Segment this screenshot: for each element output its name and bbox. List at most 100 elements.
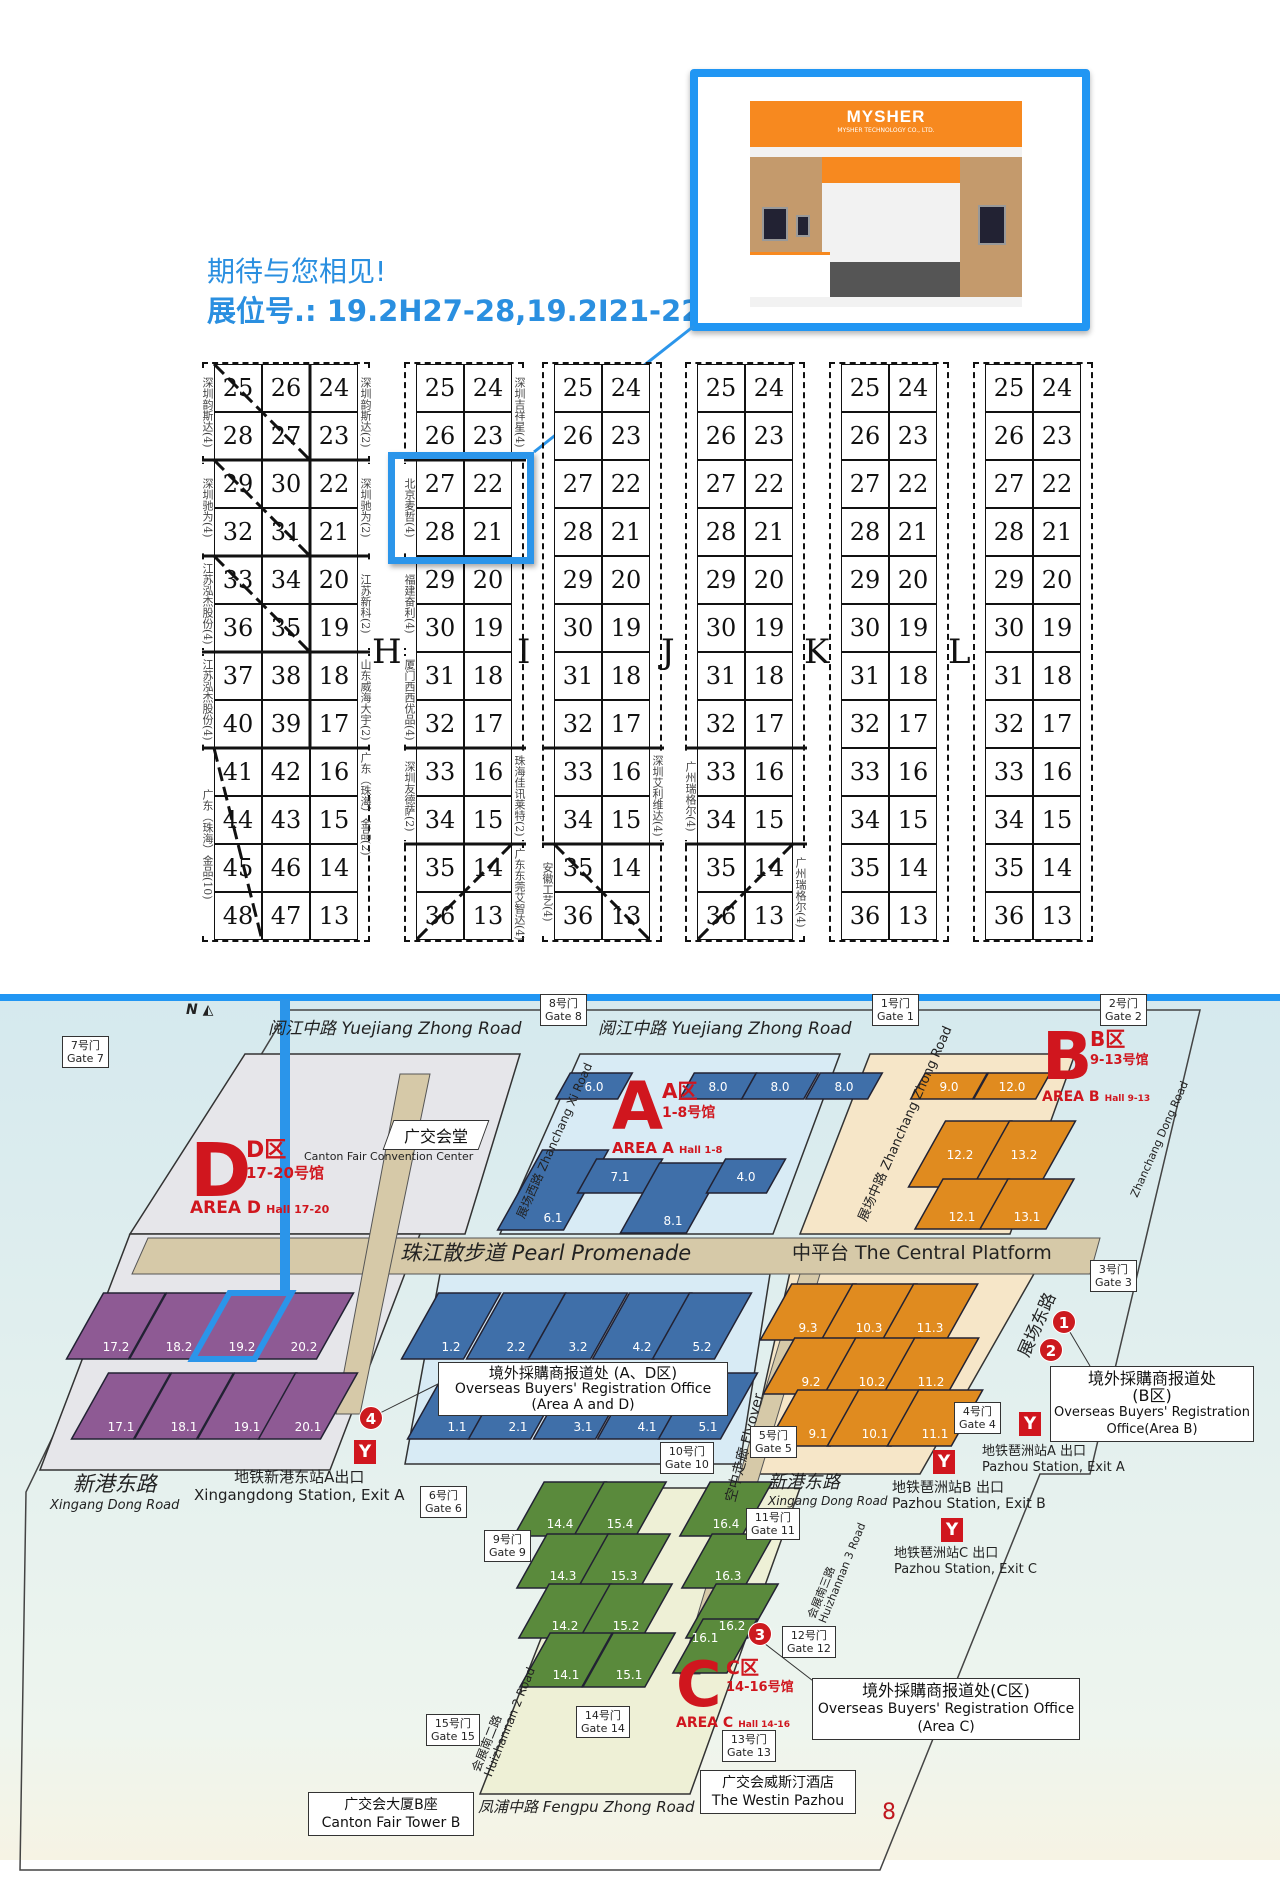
westin-callout: 广交会威斯汀酒店 The Westin Pazhou: [700, 1770, 856, 1814]
hall-18.1: [133, 1372, 235, 1440]
booth-cell: 30: [262, 460, 310, 508]
booth-cell: 27: [554, 460, 602, 508]
hall-14.1: [518, 1632, 614, 1688]
booth-cell: 15: [1033, 796, 1081, 844]
booth-cell: 36: [841, 892, 889, 940]
hall-label: 5.2: [692, 1340, 711, 1354]
gate-en: Gate 1: [877, 1010, 914, 1023]
booth-cell: 21: [745, 508, 793, 556]
booth-cell: 15: [464, 796, 512, 844]
exhibitor-label: 珠海佳讯莱特(2): [512, 752, 526, 840]
booth-cell: 24: [745, 364, 793, 412]
gate-en: Gate 11: [751, 1524, 795, 1537]
hall-label: 16.3: [715, 1569, 742, 1583]
compass-icon: N ◭: [186, 1002, 214, 1018]
booth-cell: 13: [745, 892, 793, 940]
booth-cell: 15: [889, 796, 937, 844]
hall-label: 8.0: [708, 1080, 727, 1094]
booth-cell: 32: [416, 700, 464, 748]
booth-cell: 30: [416, 604, 464, 652]
gate-en: Gate 7: [67, 1052, 104, 1065]
gate-cn: 12号门: [790, 1629, 827, 1642]
hall-label: 13.2: [1011, 1148, 1038, 1162]
hall-label: 17.2: [103, 1340, 130, 1354]
booth-cell: 40: [214, 700, 262, 748]
aisle-letter-k: K: [804, 632, 830, 672]
booth-cell: 24: [464, 364, 512, 412]
booth-cell: 22: [745, 460, 793, 508]
exhibitor-label: 江苏泓杰股份(4): [200, 560, 214, 648]
aisle-letter-l: L: [948, 632, 971, 672]
booth-cell: 34: [841, 796, 889, 844]
gate-cn: 3号门: [1098, 1263, 1128, 1276]
booth-cell: 17: [745, 700, 793, 748]
convention-center-en: Canton Fair Convention Center: [304, 1150, 474, 1163]
hall-label: 7.1: [610, 1170, 629, 1184]
booth-cell: 20: [464, 556, 512, 604]
booth-cell: 22: [464, 460, 512, 508]
booth-cell: 25: [214, 364, 262, 412]
hall-label: 2.2: [506, 1340, 525, 1354]
booth-cell: 32: [697, 700, 745, 748]
hall-3.2: [527, 1292, 629, 1360]
convention-center-cn: 广交会堂: [403, 1127, 468, 1146]
booth-cell: 27: [985, 460, 1033, 508]
booth-cell: 28: [697, 508, 745, 556]
gate-cn: 14号门: [584, 1709, 621, 1722]
hall-label: 4.2: [632, 1340, 651, 1354]
area-c-halls: 14-16号馆: [726, 1680, 794, 1695]
hall-label: 19.1: [234, 1420, 261, 1434]
gate-en: Gate 12: [787, 1642, 831, 1655]
reception-desk: [750, 252, 830, 297]
area-d-hall-en: Hall 17-20: [266, 1203, 330, 1216]
gate-cn: 1号门: [880, 997, 910, 1010]
exhibitor-label: 广东（珠海）金品(2): [358, 752, 372, 856]
hall-label: 1.2: [441, 1340, 460, 1354]
station-cn: 地铁琶洲站B 出口: [892, 1480, 1005, 1496]
exhibitor-label: 广州瑞格尔(4): [793, 848, 807, 936]
booth-cell: 13: [889, 892, 937, 940]
booth-cell: 32: [985, 700, 1033, 748]
metro-icon: Y: [933, 1450, 955, 1474]
booth-cell: 20: [310, 556, 358, 604]
area-c-label: C C区 14-16号馆 AREA C Hall 14-16: [676, 1654, 794, 1732]
booth-cell: 25: [697, 364, 745, 412]
reg-c-cn: 境外採購商报道处(C区): [862, 1681, 1030, 1700]
booth-cell: 28: [554, 508, 602, 556]
hall-label: 6.1: [543, 1211, 562, 1225]
hall-label: 10.3: [856, 1321, 883, 1335]
booth-cell: 18: [464, 652, 512, 700]
hall-6.1: [496, 1149, 610, 1231]
station-en: Xingangdong Station, Exit A: [194, 1486, 405, 1504]
area-c-en: AREA C: [676, 1715, 734, 1731]
hall-9.0: [909, 1072, 989, 1100]
station-pazhou-a: 地铁琶洲站A 出口 Pazhou Station, Exit A: [982, 1444, 1125, 1476]
station-pazhou-b: 地铁琶洲站B 出口 Pazhou Station, Exit B: [892, 1480, 1046, 1512]
metro-icon: Y: [941, 1518, 963, 1542]
exhibitor-label: 北京麦哲(4): [402, 464, 416, 552]
hall-label: 17.1: [108, 1420, 135, 1434]
marker-4: 4: [359, 1406, 383, 1430]
hall-label: 14.3: [550, 1569, 577, 1583]
aisle-letter-h: H: [372, 632, 402, 672]
hall-label: 9.3: [798, 1321, 817, 1335]
booth-cell: 19: [745, 604, 793, 652]
booth-cell: 14: [1033, 844, 1081, 892]
hall-label: 5.1: [698, 1420, 717, 1434]
booth-cell: 35: [416, 844, 464, 892]
hall-1.2: [400, 1292, 502, 1360]
booth-cell: 42: [262, 748, 310, 796]
booth-cell: 43: [262, 796, 310, 844]
booth-cell: 14: [889, 844, 937, 892]
booth-cell: 22: [1033, 460, 1081, 508]
booth-block-frame: [829, 362, 949, 942]
gate-cn: 2号门: [1108, 997, 1138, 1010]
booth-cell: 35: [697, 844, 745, 892]
area-c-hall-en: Hall 14-16: [738, 1720, 790, 1730]
area-a-letter: A: [612, 1068, 664, 1145]
